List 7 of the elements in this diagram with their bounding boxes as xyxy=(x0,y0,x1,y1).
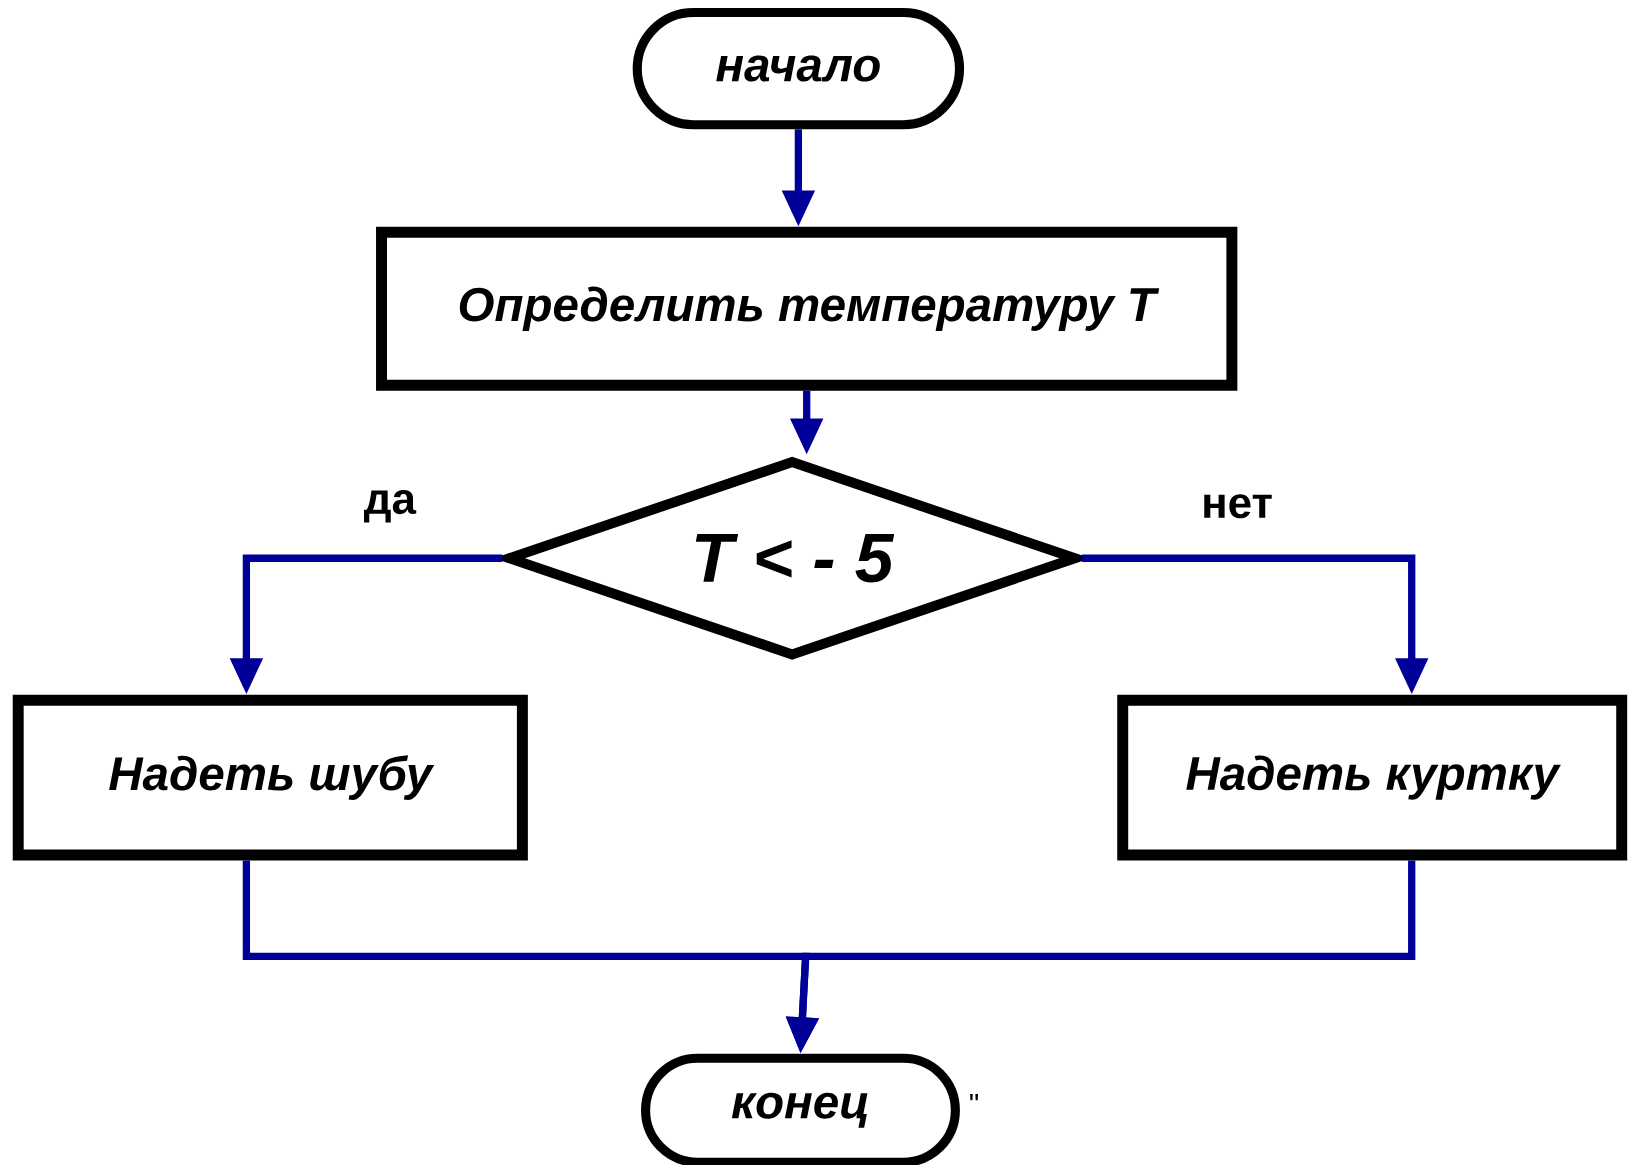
process-box: Надеть шубу xyxy=(12,694,528,861)
start-terminal: начало xyxy=(632,7,965,130)
edge-label: нет xyxy=(1199,492,1275,520)
end-terminal: конец xyxy=(641,1053,960,1165)
edge-label: да xyxy=(361,488,418,525)
process-box: Надеть куртку xyxy=(1117,694,1628,861)
process-box: Определить температуру Т xyxy=(376,226,1238,391)
